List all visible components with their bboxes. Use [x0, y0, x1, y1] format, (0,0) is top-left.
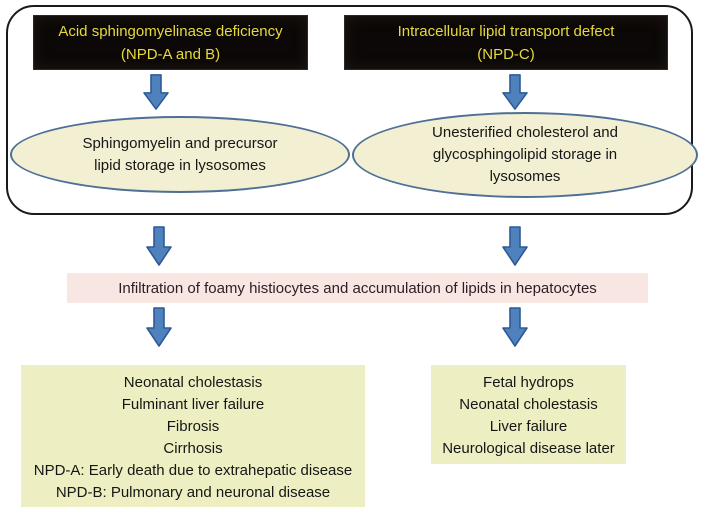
- storage-ellipse-npd-c: Unesterified cholesterol and glycosphingo…: [352, 112, 698, 198]
- arrow-storage-ab-to-pathology-icon: [146, 226, 172, 266]
- common-pathology-text: Infiltration of foamy histiocytes and ac…: [118, 279, 597, 297]
- cause-line: (NPD-A and B): [120, 45, 221, 63]
- storage-line: Unesterified cholesterol and: [432, 124, 618, 141]
- outcome-line: Neonatal cholestasis: [459, 396, 598, 413]
- arrow-storage-c-to-pathology-icon: [502, 226, 528, 266]
- cause-line: Intracellular lipid transport defect: [397, 22, 615, 40]
- outcome-line: Fibrosis: [166, 418, 220, 435]
- arrow-npd-c-to-storage-icon: [502, 74, 528, 110]
- outcome-line: Neonatal cholestasis: [123, 374, 263, 391]
- outcome-line: Fetal hydrops: [483, 374, 574, 391]
- cause-line: (NPD-C): [477, 45, 535, 63]
- cause-box-npd-c: Intracellular lipid transport defect (NPD…: [344, 15, 668, 70]
- common-pathology-box: Infiltration of foamy histiocytes and ac…: [67, 273, 648, 303]
- outcome-line: Cirrhosis: [163, 440, 223, 457]
- arrow-pathology-to-outcomes-c-icon: [502, 307, 528, 347]
- cause-box-npd-ab: Acid sphingomyelinase deficiency (NPD-A a…: [33, 15, 308, 70]
- storage-line: glycosphingolipid storage in: [432, 146, 618, 163]
- arrow-pathology-to-outcomes-ab-icon: [146, 307, 172, 347]
- outcome-line: Neurological disease later: [442, 440, 615, 457]
- storage-ellipse-npd-ab: Sphingomyelin and precursor lipid storage…: [10, 116, 350, 193]
- outcome-line: NPD-B: Pulmonary and neuronal disease: [55, 484, 331, 501]
- storage-line: Sphingomyelin and precursor: [82, 134, 278, 152]
- storage-line: lipid storage in lysosomes: [94, 156, 266, 174]
- outcome-line: Fulminant liver failure: [121, 396, 265, 413]
- arrow-npd-ab-to-storage-icon: [143, 74, 169, 110]
- outcome-line: NPD-A: Early death due to extrahepatic d…: [33, 462, 353, 479]
- cause-line: Acid sphingomyelinase deficiency: [58, 22, 283, 40]
- outcome-line: Liver failure: [489, 418, 568, 435]
- storage-line: lysosomes: [489, 168, 561, 185]
